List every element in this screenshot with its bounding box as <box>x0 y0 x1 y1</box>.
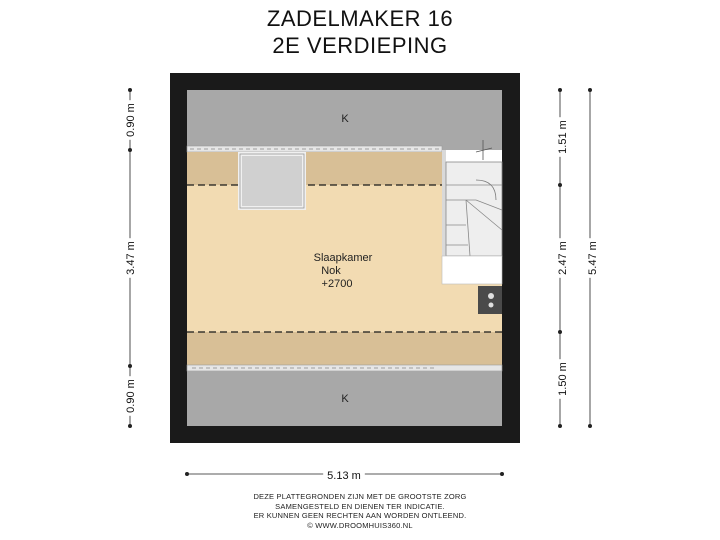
room-label-height: +2700 <box>322 278 353 290</box>
dim-left-bottom-bg <box>124 376 138 416</box>
dim-right-top-bg <box>556 117 570 157</box>
storage-bottom <box>187 371 502 426</box>
dim-right-middle-bg <box>556 238 570 278</box>
dim-right-bottom-bg <box>556 359 570 399</box>
staircase <box>445 161 503 257</box>
disclaimer-line-1: DEZE PLATTEGRONDEN ZIJN MET DE GROOTSTE … <box>253 492 467 501</box>
dim-right-bottom: 1.50 m <box>557 362 569 396</box>
dim-left-top-bg <box>124 100 138 140</box>
dim-right-total: 5.47 m <box>587 241 599 275</box>
dim-right-total-bg <box>586 238 600 278</box>
skylight <box>238 152 306 210</box>
room-label-storage-bottom: K <box>341 393 349 405</box>
dim-right-middle: 2.47 m <box>557 241 569 275</box>
dim-left-top: 0.90 m <box>125 103 137 137</box>
title-address: ZADELMAKER 16 <box>266 6 454 31</box>
dim-bottom-label-bg <box>323 469 365 483</box>
disclaimer-line-3: ER KUNNEN GEEN RECHTEN AAN WORDEN ONTLEE… <box>253 511 467 520</box>
room-label-storage-top: K <box>341 113 349 125</box>
low-ceiling-band-top <box>187 152 442 185</box>
storage-top <box>187 90 502 150</box>
disclaimer-line-4: © WWW.DROOMHUIS360.NL <box>307 520 413 530</box>
room-label-nok: Nok <box>321 265 341 277</box>
title-floor: 2E VERDIEPING <box>272 33 448 58</box>
disclaimer: DEZE PLATTEGRONDEN ZIJN MET DE GROOTSTE … <box>0 492 720 530</box>
dim-bottom-width: 5.13 m <box>327 470 361 482</box>
dim-left-bottom: 0.90 m <box>125 379 137 413</box>
dim-left-middle: 3.47 m <box>125 241 137 275</box>
dim-right-top: 1.51 m <box>557 120 569 154</box>
boiler <box>478 286 502 314</box>
low-ceiling-band-bottom <box>187 332 502 366</box>
room-label-bedroom: Slaapkamer <box>314 252 373 264</box>
disclaimer-line-2: SAMENGESTELD EN DIENEN TER INDICATIE. <box>275 501 445 511</box>
dim-left-middle-bg <box>124 238 138 278</box>
